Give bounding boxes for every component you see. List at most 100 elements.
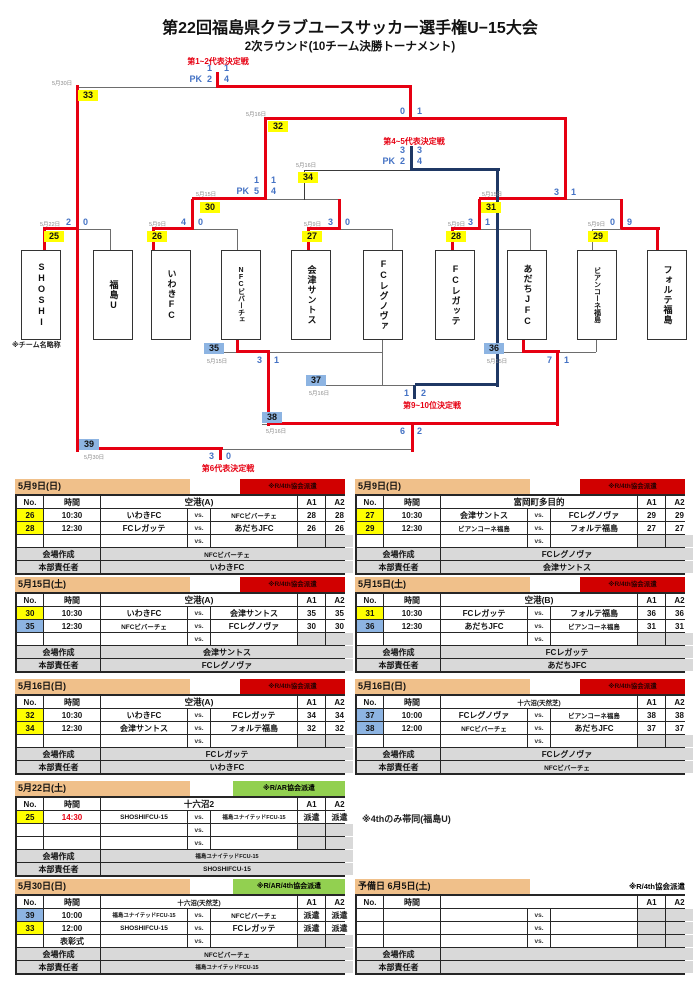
hq-label: 本部責任者 xyxy=(357,961,440,973)
dispatch-badge: ※R/4th協会派遣 xyxy=(240,479,345,494)
vs-cell: vs. xyxy=(188,633,210,645)
bracket-line xyxy=(410,146,413,171)
bracket-line xyxy=(410,168,500,171)
team-box: フォルテ福島 xyxy=(647,250,687,340)
home-team-cell xyxy=(441,735,527,747)
a2-cell xyxy=(666,535,693,547)
match-date: 5月9日 xyxy=(448,222,466,228)
col-header-no: No. xyxy=(17,594,43,606)
bracket-line xyxy=(76,447,223,450)
match-no-cell: 25 xyxy=(17,811,43,823)
table-date: 予備日 6月5日(土) xyxy=(355,879,530,894)
page-title: 第22回福島県クラブユースサッカー選手権U−15大会 xyxy=(162,20,538,37)
hq-value: いわきFC xyxy=(101,561,353,573)
a2-cell: 34 xyxy=(326,709,353,721)
away-team-cell xyxy=(211,824,297,836)
vs-cell: vs. xyxy=(188,607,210,619)
a1-cell: 31 xyxy=(638,620,665,632)
match-time-cell: 10:30 xyxy=(44,709,100,721)
venue-setup-label: 会場作成 xyxy=(17,548,100,560)
match-no-cell: 32 xyxy=(17,709,43,721)
table-date: 5月15日(土) xyxy=(355,577,530,592)
match-chip: 32 xyxy=(268,121,288,132)
match-date: 5月15日 xyxy=(487,359,508,365)
vs-cell: vs. xyxy=(528,522,550,534)
bracket-line xyxy=(304,170,305,200)
bracket-line xyxy=(556,350,559,426)
bracket-line xyxy=(392,229,393,250)
match-no-cell: 39 xyxy=(17,909,43,921)
match-no-cell xyxy=(357,935,383,947)
bracket-line xyxy=(192,197,267,200)
a2-cell: 30 xyxy=(326,620,353,632)
table-date: 5月30日(日) xyxy=(15,879,190,894)
vs-cell: vs. xyxy=(188,709,210,721)
home-team-cell xyxy=(101,837,187,849)
venue-setup-value xyxy=(441,948,693,960)
col-header-no: No. xyxy=(17,896,43,908)
away-team-cell: あだちJFC xyxy=(551,722,637,734)
vs-cell: vs. xyxy=(528,935,550,947)
match-time-cell: 10:00 xyxy=(44,909,100,921)
hq-label: 本部責任者 xyxy=(17,659,100,671)
a1-cell: 37 xyxy=(638,722,665,734)
table-date: 5月16日(日) xyxy=(15,679,190,694)
bracket-line xyxy=(270,352,382,353)
table-date: 5月9日(日) xyxy=(15,479,190,494)
home-team-cell: いわきFC xyxy=(101,709,187,721)
match-date: 5月15日 xyxy=(196,192,217,198)
bracket-line xyxy=(530,229,531,250)
match-time-cell xyxy=(44,735,100,747)
match-date: 5月22日 xyxy=(40,222,61,228)
bracket-line xyxy=(308,227,341,230)
venue-setup-label: 会場作成 xyxy=(357,548,440,560)
match-date: 5月9日 xyxy=(588,222,606,228)
page-subtitle: 2次ラウンド(10チーム決勝トーナメント) xyxy=(244,41,456,53)
col-header-no: No. xyxy=(17,798,43,810)
vs-cell: vs. xyxy=(188,620,210,632)
a1-cell: 29 xyxy=(638,509,665,521)
col-header-a2: A2 xyxy=(666,496,693,508)
table-date: 5月15日(土) xyxy=(15,577,190,592)
match-no-cell: 35 xyxy=(17,620,43,632)
away-team-cell: ビアンコーネ福島 xyxy=(551,620,637,632)
away-team-cell: FCレガッテ xyxy=(211,922,297,934)
hq-value: いわきFC xyxy=(101,761,353,773)
match-chip: 34 xyxy=(298,172,318,183)
dispatch-badge: ※R/AR協会派遣 xyxy=(233,781,345,796)
home-team-cell: ビアンコーネ福島 xyxy=(441,522,527,534)
a2-cell: 36 xyxy=(666,607,693,619)
away-team-cell: あだちJFC xyxy=(211,522,297,534)
col-header-no: No. xyxy=(357,496,383,508)
match-date: 5月16日 xyxy=(266,429,287,435)
match-time-cell xyxy=(44,824,100,836)
col-header-time: 時間 xyxy=(384,594,440,606)
hq-label: 本部責任者 xyxy=(357,561,440,573)
a1-cell: 26 xyxy=(298,522,325,534)
dispatch-badge: ※R/4th協会派遣 xyxy=(240,577,345,592)
match-chip: 33 xyxy=(78,90,98,101)
venue-header: 十六沼(天然芝) xyxy=(441,696,637,708)
bracket-line xyxy=(110,229,111,250)
away-team-cell: FCレグノヴァ xyxy=(211,620,297,632)
match-chip: 31 xyxy=(481,202,501,213)
match-time-cell xyxy=(384,735,440,747)
venue-header: 空港(A) xyxy=(101,594,297,606)
vs-cell: vs. xyxy=(188,824,210,836)
away-team-cell xyxy=(211,735,297,747)
match-chip: 28 xyxy=(446,231,466,242)
match-time-cell: 14:30 xyxy=(44,811,100,823)
away-team-cell xyxy=(211,535,297,547)
a2-cell: 派遣 xyxy=(326,909,353,921)
a1-cell xyxy=(638,909,665,921)
a1-cell: 32 xyxy=(298,722,325,734)
